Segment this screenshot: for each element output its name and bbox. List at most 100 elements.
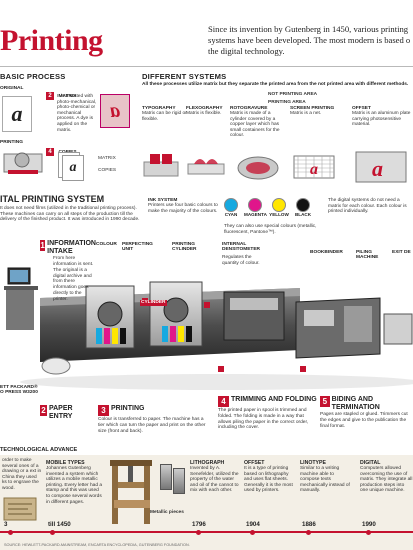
systems-illustrations: a a xyxy=(143,151,407,183)
step-text: Pages are stapled or glued. Trimmers cut… xyxy=(320,412,408,429)
systems-section: DIFFERENT SYSTEMS All these processes ut… xyxy=(140,70,413,190)
label-bookbinder: BOOKBINDER xyxy=(310,250,343,255)
digital-note: The digital systems do not need a matrix… xyxy=(328,198,407,215)
matrix-letter: a xyxy=(110,100,120,122)
timeline-text: Computers allowed overcoming the use of … xyxy=(360,466,413,494)
step-text: Colour is transferred to paper. The mach… xyxy=(98,417,206,434)
timeline-title: LITHOGRAPH xyxy=(190,460,225,466)
ink-yellow-label: YELLOW xyxy=(269,212,289,217)
ink-black-dot xyxy=(296,198,310,212)
timeline-marker xyxy=(366,530,371,535)
cylinder-tag: CYLINDER xyxy=(140,300,167,306)
timeline-text: Johannes Gutenberg invented a system whi… xyxy=(46,466,102,505)
timeline-title: OFFSET xyxy=(244,460,265,466)
step-biding-termination: 5 BIDING AND TERMINATION Pages are stapl… xyxy=(320,396,412,430)
timeline-heading: TECHNOLOGICAL ADVANCE xyxy=(0,447,81,453)
ink-cyan-dot xyxy=(224,198,238,212)
copies-num: 4 xyxy=(46,148,54,156)
system-screen-printing: SCREEN PRINTING Matrix is a net. xyxy=(290,106,346,117)
timeline-year: 1796 xyxy=(192,521,206,528)
step-num: 5 xyxy=(320,396,330,407)
timeline-band xyxy=(0,455,413,550)
timeline-marker xyxy=(196,530,201,535)
basic-process-heading: BASIC PROCESS xyxy=(0,72,66,81)
system-title: ROTOGRAVURE xyxy=(230,106,268,111)
timeline-title: DIGITAL xyxy=(360,460,381,466)
copies-tag: COPIES xyxy=(98,168,117,173)
ink-system: INK SYSTEM Printers use four basic colou… xyxy=(148,198,226,214)
system-flexography: FLEXOGRAPHY Matrix is flexible. xyxy=(186,106,232,117)
system-text: Matrix can be rigid or flexible. xyxy=(142,111,187,122)
ink-system-title: INK SYSTEM xyxy=(148,198,178,203)
system-offset: OFFSET Matrix is an aluminum plate carry… xyxy=(352,106,412,128)
timeline-year: 1904 xyxy=(246,521,260,528)
intro-line: systems have been developed. The most mo… xyxy=(208,35,411,45)
label-printing-cylinder: PRINTING CYLINDER xyxy=(172,242,197,252)
step-num: 2 xyxy=(40,405,47,416)
timeline-text: It is a type of printing based on lithog… xyxy=(244,466,293,494)
timeline-text: order to make several ones of a drawing … xyxy=(2,458,42,491)
svg-text:a: a xyxy=(310,161,318,178)
svg-text:a: a xyxy=(372,156,383,181)
step-num: 3 xyxy=(98,405,109,416)
system-title: OFFSET xyxy=(352,106,371,111)
step-num: 1 xyxy=(40,240,46,251)
label-internal-densitometer: INTERNAL DENSITOMETER xyxy=(222,242,261,252)
system-title: FLEXOGRAPHY xyxy=(186,106,223,111)
timeline-marker xyxy=(50,530,55,535)
system-text: Matrix is flexible. xyxy=(186,111,222,116)
label-piling-machine: PILING MACHINE xyxy=(356,250,379,260)
timeline-marker xyxy=(8,530,13,535)
original-label: ORIGINAL xyxy=(0,86,24,91)
intro-line: the digital technology. xyxy=(208,46,285,56)
system-title: TYPOGRAPHY xyxy=(142,106,176,111)
printing-press-icon xyxy=(3,152,43,174)
ink-black-label: BLACK xyxy=(294,212,312,217)
matrix-title: MATRIX xyxy=(58,94,77,99)
label-perfecting-unit: PERFECTING UNIT xyxy=(122,242,153,252)
printing-area-label: PRINTING AREA xyxy=(268,100,306,105)
timeline-axis xyxy=(0,531,413,533)
step-trimming-folding: 4 TRIMMING AND FOLDING The printed paper… xyxy=(218,396,318,431)
ink-magenta: MAGENTA xyxy=(244,198,267,217)
label-exit: EXIT DE xyxy=(392,250,411,255)
printing-label: PRINTING xyxy=(0,140,23,145)
matrix-tag: MATRIX xyxy=(98,156,116,161)
step-text: The printed paper in spool is trimmed an… xyxy=(218,408,309,431)
ink-note: They can also use special colours (metal… xyxy=(224,224,317,235)
system-title: SCREEN PRINTING xyxy=(290,106,335,111)
timeline-marker xyxy=(250,530,255,535)
timeline-year: 1990 xyxy=(362,521,376,528)
matrix-num: 2 xyxy=(46,92,54,100)
metallic-pieces-label: Metallic pieces xyxy=(150,510,184,515)
step-title: BIDING AND TERMINATION xyxy=(331,396,380,411)
metallic-pieces-icon xyxy=(160,464,186,500)
system-rotogravure: ROTOGRAVURE Matrix is made of a cylinder… xyxy=(230,106,286,139)
timeline-marker xyxy=(306,530,311,535)
timeline-text: Invented by A. Senefelder, utilized the … xyxy=(190,466,239,494)
step-title: TRIMMING AND FOLDING xyxy=(231,396,317,403)
original-sheet: a xyxy=(2,96,32,132)
ink-cyan-label: CYAN xyxy=(224,212,238,217)
ink-yellow-dot xyxy=(272,198,286,212)
system-text: Matrix is a net. xyxy=(290,111,322,116)
timeline-digital: DIGITAL Computers allowed overcoming the… xyxy=(360,460,413,494)
woodblock-icon xyxy=(3,497,37,521)
ink-swatches: CYAN MAGENTA YELLOW BLACK xyxy=(224,198,324,222)
timeline-title: MOBILE TYPES xyxy=(46,460,85,466)
matrix-step: 2 MATRIX xyxy=(46,84,134,102)
systems-heading: DIFFERENT SYSTEMS xyxy=(142,72,227,81)
step-paper-entry: 2 PAPER ENTRY xyxy=(40,405,80,420)
timeline-text: Similar to a writing machine able to com… xyxy=(300,466,350,494)
press-machine-illustration xyxy=(4,267,413,390)
matrix-plate: a xyxy=(100,94,130,128)
ink-magenta-dot xyxy=(248,198,262,212)
intro-line: Since its invention by Gutenberg in 1450… xyxy=(208,24,409,34)
matrix-text: It is mutated with photo-mechanical, pho… xyxy=(57,94,97,133)
timeline-linotype: LINOTYPE Similar to a writing machine ab… xyxy=(300,460,350,494)
system-text: Matrix is made of a cylinder covered by … xyxy=(230,111,280,139)
original-letter: a xyxy=(11,101,23,126)
step-title: INFORMATION INTAKE xyxy=(47,240,96,255)
machine-name: ETT PACKARD® O PRESS W3200 xyxy=(0,385,38,395)
timeline-year: 1886 xyxy=(302,521,316,528)
